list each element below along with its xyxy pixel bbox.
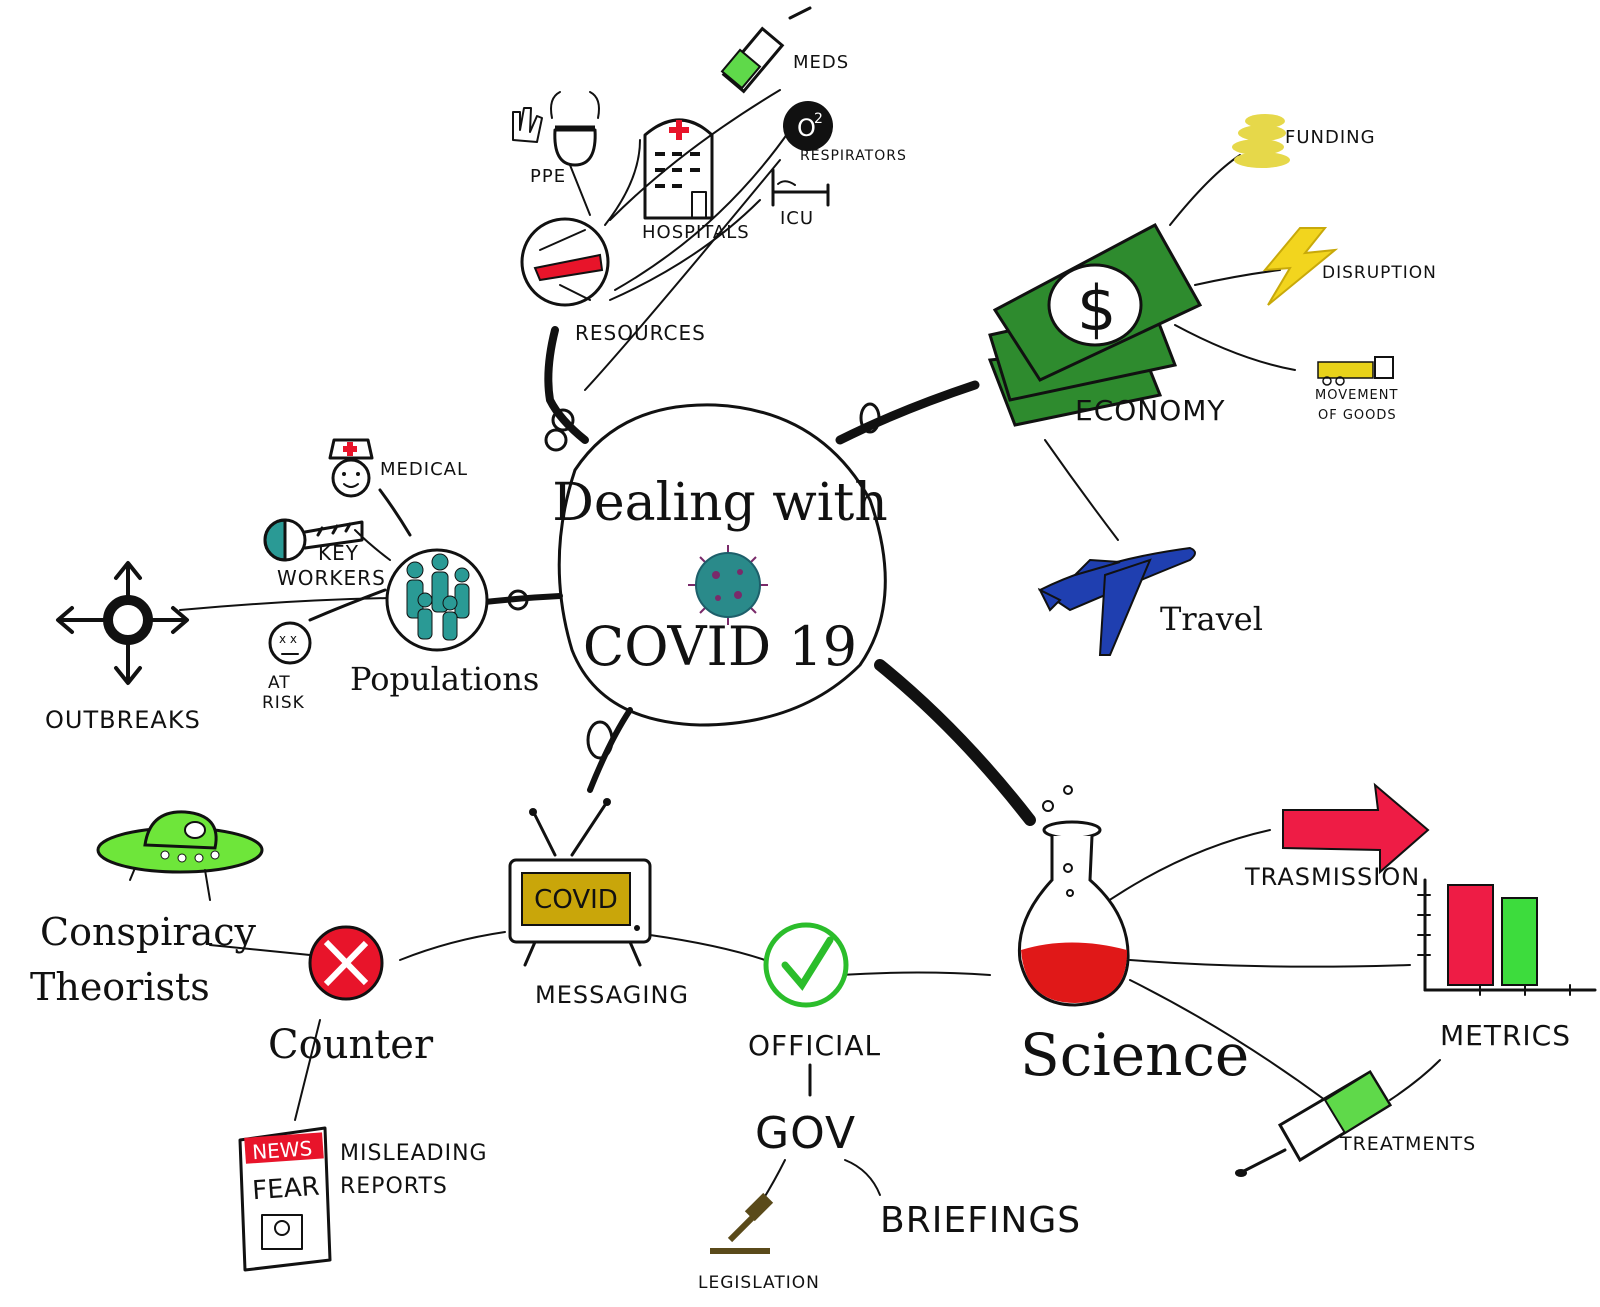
gavel-icon	[710, 1192, 774, 1254]
at-risk-label-line2: RISK	[262, 693, 305, 713]
hospital-icon	[643, 118, 714, 220]
key-icon	[263, 518, 364, 562]
cross-icon	[308, 925, 384, 1001]
resources-label: RESOURCES	[575, 321, 706, 345]
conspiracy-label-line2: Theorists	[30, 965, 210, 1009]
check-icon	[763, 922, 849, 1008]
funding-label: FUNDING	[1285, 127, 1376, 148]
virus-icon	[688, 545, 768, 625]
icu-bed-icon	[771, 168, 830, 207]
center-title-line2: COVID 19	[583, 615, 857, 678]
economy-label: ECONOMY	[1075, 394, 1226, 427]
gov-label: GOV	[755, 1108, 856, 1159]
lightning-icon	[1262, 227, 1339, 306]
hospitals-label: HOSPITALS	[642, 222, 750, 243]
oxygen-icon: O 2	[783, 101, 833, 151]
populations-branch: Populations MEDICAL KEY WORKERS x x AT R…	[45, 438, 539, 734]
ufo-icon	[96, 810, 264, 901]
outbreak-arrows-icon	[56, 561, 189, 685]
transmission-label: TRASMISSION	[1244, 863, 1420, 891]
svg-text:x x: x x	[279, 632, 297, 646]
science-branch: Science TRASMISSION METRICS TREATMENTS	[1017, 782, 1597, 1177]
ppe-label: PPE	[530, 166, 566, 187]
disruption-label: DISRUPTION	[1322, 263, 1437, 283]
treatment-syringe-icon	[1235, 1069, 1393, 1177]
metrics-label: METRICS	[1440, 1019, 1571, 1052]
treatments-label: TREATMENTS	[1339, 1133, 1476, 1155]
legislation-label: LEGISLATION	[698, 1273, 820, 1293]
arrow-icon	[1282, 782, 1430, 875]
meds-label: MEDS	[793, 52, 849, 73]
movement-label-line2: OF GOODS	[1318, 408, 1397, 423]
connectors	[179, 89, 1441, 1221]
truck-icon	[1317, 356, 1394, 386]
medical-label: MEDICAL	[380, 459, 468, 480]
official-label: OFFICIAL	[748, 1029, 881, 1062]
briefings-label: BRIEFINGS	[880, 1200, 1081, 1241]
respirators-label: RESPIRATORS	[800, 148, 907, 164]
counter-label: Counter	[268, 1022, 434, 1068]
center-title-line1: Dealing with	[552, 473, 888, 533]
newspaper-icon: NEWS FEAR	[238, 1126, 332, 1272]
ppe-icon	[512, 91, 600, 167]
key-workers-label-line2: WORKERS	[277, 566, 386, 590]
syringe-icon	[720, 6, 812, 94]
coins-icon	[1232, 114, 1290, 168]
outbreaks-label: OUTBREAKS	[45, 706, 201, 734]
resources-branch: RESOURCES MEDS PPE HOSPITALS	[512, 6, 907, 345]
nurse-icon	[328, 438, 374, 498]
money-stack-icon: $	[987, 222, 1203, 427]
crowd-icon	[385, 548, 489, 652]
flask-icon	[1017, 785, 1130, 1007]
at-risk-label-line1: AT	[268, 673, 291, 693]
fear-text: FEAR	[251, 1172, 320, 1207]
icu-label: ICU	[780, 208, 814, 229]
tv-screen-text: COVID	[534, 885, 618, 915]
svg-text:$: $	[1077, 272, 1116, 345]
oxygen-sub: 2	[814, 111, 823, 127]
messaging-branch: COVID MESSAGING Conspiracy Theorists Cou…	[30, 798, 1081, 1293]
tv-icon: COVID	[508, 798, 652, 967]
economy-branch: $ ECONOMY FUNDING DISRUPTION MOVEMENT OF…	[987, 114, 1437, 656]
science-label: Science	[1020, 1021, 1249, 1089]
swiss-knife-icon	[520, 217, 610, 307]
travel-label: Travel	[1160, 600, 1263, 638]
sick-face-icon: x x	[268, 621, 312, 665]
key-workers-label-line1: KEY	[318, 541, 359, 565]
oxygen-o: O	[797, 114, 816, 142]
populations-label: Populations	[350, 660, 539, 698]
messaging-label: MESSAGING	[535, 981, 689, 1009]
news-text: NEWS	[251, 1136, 313, 1164]
plane-icon	[1037, 546, 1196, 656]
misleading-label-line1: MISLEADING	[340, 1141, 488, 1166]
misleading-label-line2: REPORTS	[340, 1174, 448, 1199]
conspiracy-label-line1: Conspiracy	[40, 910, 257, 954]
bar-chart-icon	[1417, 878, 1597, 996]
center-node: Dealing with COVID 19	[552, 403, 888, 727]
movement-label-line1: MOVEMENT	[1315, 388, 1398, 403]
